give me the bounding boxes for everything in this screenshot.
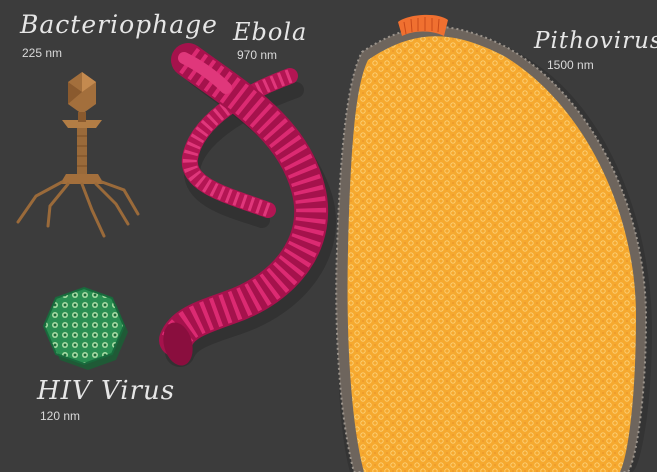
hiv-size: 120 nm bbox=[40, 409, 80, 423]
bacteriophage-name: Bacteriophage bbox=[20, 10, 218, 39]
ebola-illustration bbox=[159, 58, 321, 369]
bacteriophage-illustration bbox=[18, 72, 138, 236]
pithovirus-illustration bbox=[336, 15, 652, 472]
ebola-name: Ebola bbox=[233, 18, 307, 46]
pithovirus-name: Pithovirus bbox=[534, 28, 657, 54]
hiv-name: HIV Virus bbox=[37, 376, 175, 406]
ebola-size: 970 nm bbox=[237, 48, 277, 62]
hiv-illustration bbox=[44, 288, 128, 370]
bacteriophage-size: 225 nm bbox=[22, 46, 62, 60]
pithovirus-size: 1500 nm bbox=[547, 58, 594, 72]
